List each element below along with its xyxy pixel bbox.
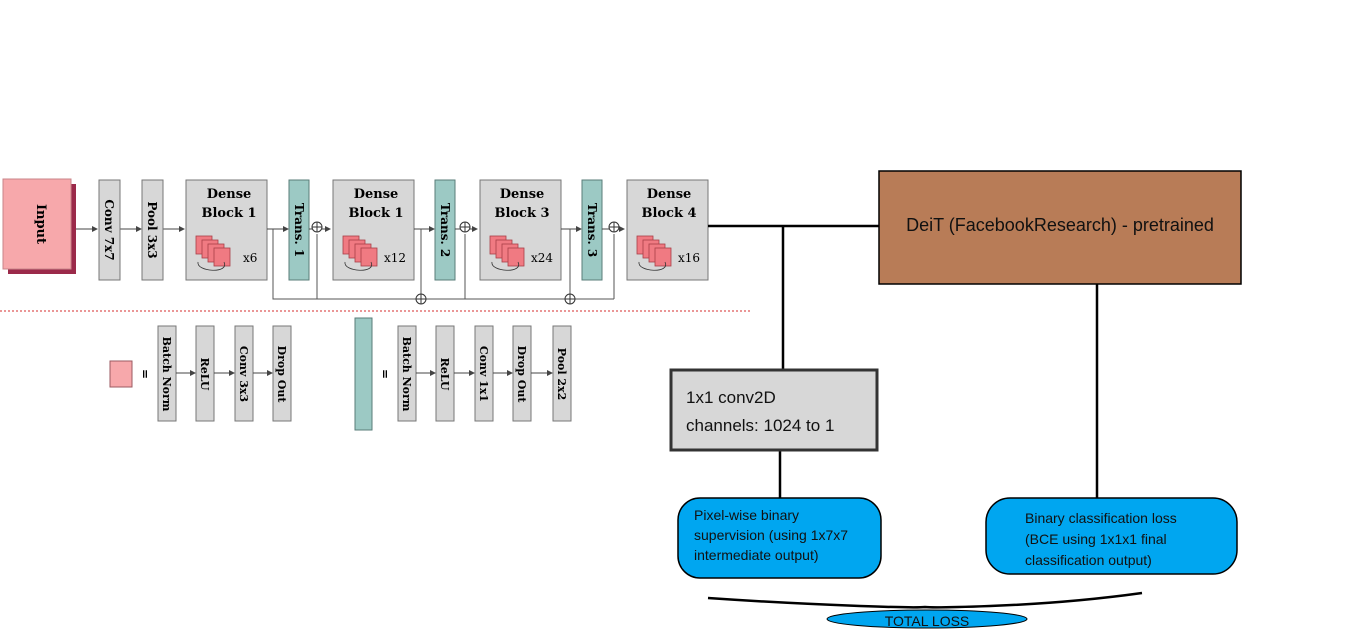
trans-1-block xyxy=(288,179,310,281)
dense-block-1-repeat: x6 xyxy=(243,251,257,265)
dense-block-2-title: Dense xyxy=(354,187,399,202)
dense-block-3-name: Block 3 xyxy=(494,206,549,221)
pool3x3-label: Pool 3x3 xyxy=(145,201,159,258)
dense-block-2-name: Block 1 xyxy=(348,206,403,221)
dense-layers-icon xyxy=(636,235,672,271)
legend-equals-1: = xyxy=(138,369,152,379)
dense-layers-icon xyxy=(342,235,378,271)
legend-trans-op-conv1x1: Conv 1x1 xyxy=(477,346,490,402)
legend: = Batch Norm ReLU Conv 3x3 Drop Out = Ba… xyxy=(109,317,572,431)
trans-2-label: Trans. 2 xyxy=(438,203,452,257)
total-loss-label: TOTAL LOSS xyxy=(885,613,970,629)
dense-block-4: Dense Block 4 x16 xyxy=(626,179,709,281)
skip-connections xyxy=(272,229,615,300)
conv7x7-label: Conv 7x7 xyxy=(102,199,116,260)
dense-block-3: Dense Block 3 x24 xyxy=(479,179,562,281)
connector-lines xyxy=(708,224,1099,498)
legend-op-relu: ReLU xyxy=(198,358,211,391)
densenet-diagram: Input Conv 7x7 Pool 3x3 Dense Block 1 x6 xyxy=(0,178,750,312)
deit-label: DeiT (FacebookResearch) - pretrained xyxy=(906,215,1214,235)
pixel-loss-line1: Pixel-wise binary xyxy=(694,507,799,523)
legend-trans-op-pool2x2: Pool 2x2 xyxy=(555,348,568,401)
legend-op-dropout: Drop Out xyxy=(275,346,288,404)
bce-loss-line2: (BCE using 1x1x1 final xyxy=(1025,531,1167,547)
pixel-loss-line3: intermediate output) xyxy=(694,547,819,563)
sum-nodes xyxy=(311,221,620,305)
dense-block-3-repeat: x24 xyxy=(531,251,553,265)
total-loss-box xyxy=(826,609,1028,629)
conv-head-line1: 1x1 conv2D xyxy=(686,388,776,407)
legend-op-batchnorm: Batch Norm xyxy=(160,337,173,412)
legend-trans-op-dropout: Drop Out xyxy=(515,346,528,404)
dense-layers-icon xyxy=(195,235,231,271)
legend-transition-swatch xyxy=(354,317,373,431)
dense-block-1-title: Dense xyxy=(207,187,252,202)
trans-1-label: Trans. 1 xyxy=(292,203,306,257)
dense-layers-icon xyxy=(489,235,525,271)
legend-dense-layer-swatch xyxy=(109,360,133,388)
legend-trans-op-batchnorm: Batch Norm xyxy=(400,337,413,412)
dense-block-4-title: Dense xyxy=(647,187,692,202)
loss-brace xyxy=(707,591,1143,609)
pixel-loss-line2: supervision (using 1x7x7 xyxy=(694,527,848,543)
pool3x3-block xyxy=(141,179,164,281)
dense-block-4-name: Block 4 xyxy=(641,206,696,221)
bce-loss-line3: classification output) xyxy=(1025,552,1152,568)
dense-block-1: Dense Block 1 x6 xyxy=(185,179,268,281)
legend-op-conv3x3: Conv 3x3 xyxy=(237,346,250,402)
conv-head-line2: channels: 1024 to 1 xyxy=(686,416,834,435)
bce-loss-box xyxy=(985,497,1238,575)
legend-equals-2: = xyxy=(378,369,392,379)
pixel-loss-box xyxy=(677,497,882,579)
deit-box xyxy=(878,170,1242,285)
dense-block-3-title: Dense xyxy=(500,187,545,202)
trans-3-label: Trans. 3 xyxy=(585,203,599,257)
dense-block-2: Dense Block 1 x12 xyxy=(332,179,415,281)
trans-2-block xyxy=(434,179,456,281)
conv-head-box xyxy=(669,368,879,452)
dense-block-4-repeat: x16 xyxy=(678,251,700,265)
input-block xyxy=(2,178,72,270)
bce-loss-line1: Binary classification loss xyxy=(1025,510,1177,526)
input-label: Input xyxy=(33,204,48,244)
conv7x7-block xyxy=(98,179,121,281)
legend-trans-op-relu: ReLU xyxy=(438,358,451,391)
dense-block-1-name: Block 1 xyxy=(201,206,256,221)
trans-3-block xyxy=(581,179,603,281)
dense-block-2-repeat: x12 xyxy=(384,251,406,265)
